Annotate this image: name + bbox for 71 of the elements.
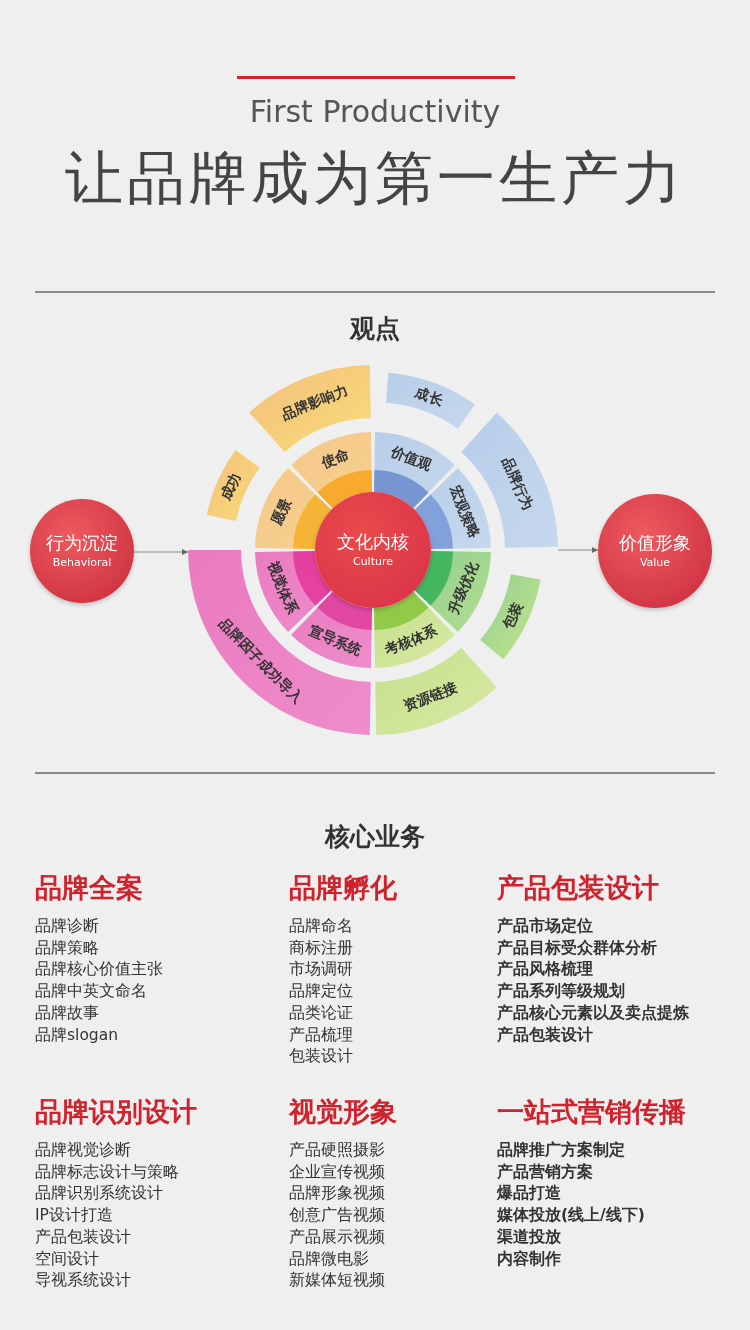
segment-label: 使命 — [318, 444, 352, 473]
service-item: 市场调研 — [289, 959, 353, 980]
segment-label: 品牌影响力 — [279, 381, 351, 424]
service-item: 品牌标志设计与策略 — [35, 1161, 179, 1182]
service-item: 产品风格梳理 — [497, 959, 593, 980]
service-item: 产品系列等级规划 — [497, 981, 625, 1002]
service-item: 品类论证 — [289, 1002, 353, 1023]
segment-label: 成功 — [217, 470, 245, 504]
segment-label: 升级优化 — [445, 558, 483, 618]
service-item: 企业宣传视频 — [289, 1161, 385, 1182]
service-item: 产品梳理 — [289, 1024, 353, 1045]
service-item: 产品目标受众群体分析 — [497, 937, 657, 958]
concept-circle — [30, 499, 134, 603]
column-heading: 视觉形象 — [289, 1095, 397, 1129]
service-item: 产品展示视频 — [289, 1226, 385, 1247]
service-item: 产品市场定位 — [497, 916, 593, 936]
subtitle: First Productivity — [248, 94, 502, 129]
service-item: 产品硬照摄影 — [289, 1140, 385, 1160]
segment-label: 宣导系统 — [305, 622, 365, 661]
arrow — [133, 549, 189, 555]
segment-label: 愿景 — [267, 495, 295, 529]
service-item: 产品包装设计 — [497, 1024, 593, 1045]
service-item: 内容制作 — [497, 1248, 561, 1269]
service-item: 品牌命名 — [289, 916, 353, 936]
segment-label: 成长 — [412, 383, 445, 411]
service-item: 爆品打造 — [497, 1183, 561, 1204]
column-heading: 一站式营销传播 — [497, 1095, 686, 1129]
service-item: 品牌识别系统设计 — [35, 1183, 163, 1204]
circle-subtitle: Behavioral — [52, 555, 112, 571]
service-item: 品牌中英文命名 — [35, 981, 147, 1002]
service-item: 品牌核心价值主张 — [35, 959, 163, 980]
column-heading: 品牌全案 — [35, 871, 143, 905]
segment-label: 包装 — [499, 599, 527, 632]
service-item: 产品营销方案 — [497, 1161, 593, 1182]
arrow — [557, 547, 599, 553]
service-item: 品牌视觉诊断 — [35, 1140, 131, 1160]
service-item: 空间设计 — [35, 1248, 99, 1269]
segment-label: 考核体系 — [381, 622, 441, 661]
circle-subtitle: Value — [639, 555, 671, 571]
circle-subtitle: Culture — [352, 554, 393, 570]
section-heading: 核心业务 — [323, 821, 426, 853]
service-item: 品牌策略 — [35, 937, 99, 958]
column-heading: 品牌识别设计 — [35, 1095, 197, 1129]
service-item: 包装设计 — [289, 1046, 353, 1067]
service-item: 品牌形象视频 — [289, 1183, 385, 1204]
circle-title: 文化内核 — [337, 530, 409, 554]
segment-label: 宏观策略 — [446, 482, 484, 542]
service-item: 新媒体短视频 — [289, 1270, 385, 1291]
column-heading: 品牌孵化 — [289, 871, 397, 905]
circle-title: 行为沉淀 — [46, 531, 118, 555]
service-item: 产品包装设计 — [35, 1226, 131, 1247]
service-item: 产品核心元素以及卖点提炼 — [497, 1002, 689, 1023]
segment-label: 价值观 — [388, 442, 434, 475]
service-item: 品牌定位 — [289, 981, 353, 1002]
service-item: 品牌微电影 — [289, 1248, 369, 1269]
column-heading: 产品包装设计 — [497, 871, 659, 905]
service-item: 品牌故事 — [35, 1002, 99, 1023]
service-item: 渠道投放 — [497, 1226, 561, 1247]
circle-title: 价值形象 — [619, 531, 691, 555]
service-item: IP设计打造 — [35, 1205, 113, 1226]
service-item: 品牌诊断 — [35, 916, 99, 936]
service-item: 导视系统设计 — [35, 1270, 131, 1291]
section-heading: 观点 — [348, 313, 401, 345]
service-item: 媒体投放(线上/线下) — [497, 1205, 645, 1226]
title: 让品牌成为第一生产力 — [64, 143, 686, 214]
segment-label: 品牌行为 — [498, 455, 537, 514]
service-item: 品牌slogan — [35, 1024, 119, 1045]
service-item: 创意广告视频 — [289, 1205, 385, 1226]
segment-label: 资源链接 — [401, 678, 461, 717]
service-item: 品牌推广方案制定 — [497, 1140, 625, 1160]
service-item: 商标注册 — [289, 937, 353, 958]
